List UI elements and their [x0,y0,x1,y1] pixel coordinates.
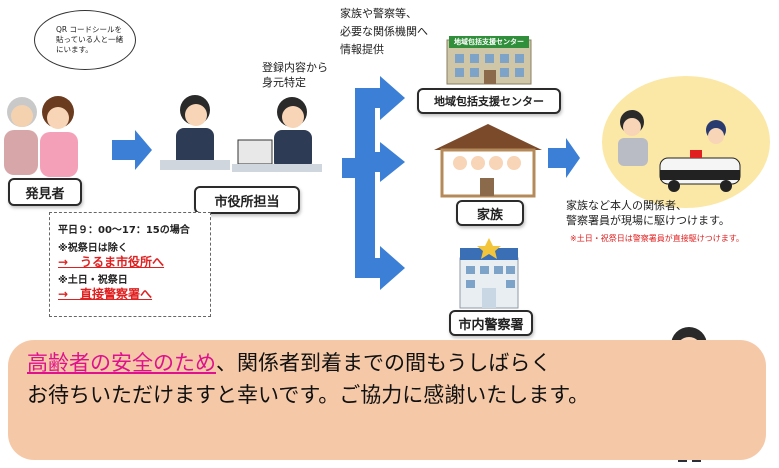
bottom-banner [8,340,766,460]
info-note-2: 必要な関係機関へ [340,25,428,38]
arrow-to-office [112,130,152,170]
support-center-sign: 地域包括支援センター [454,38,524,46]
hours-note-weekday: ※祝祭日は除く [58,243,128,254]
branch-arrow [342,76,405,290]
speech-bubble [34,10,136,70]
rush-note-2: 警察署員が現場に駆けつけます。 [566,214,730,227]
support-center-label: 地域包括支援センター [417,88,561,114]
police-label: 市内警察署 [449,310,533,336]
bottom-message-line1: 高齢者の安全のため、関係者到着までの間もうしばらく [27,348,551,378]
hours-title: 平日９：00～17：15の場合 [58,225,190,236]
hours-box: 平日９：00～17：15の場合 ※祝祭日は除く → うるま市役所へ ※土日・祝祭… [49,212,211,317]
arrow-to-responders [548,138,580,178]
police-building [459,238,519,309]
family-house [434,124,542,198]
responders-illustration [602,76,770,208]
city-office-label: 市役所担当 [194,186,300,214]
family-label: 家族 [456,200,524,226]
police-direct-link: → 直接警察署へ [58,287,153,301]
uruma-city-office-link: → うるま市役所へ [58,255,165,269]
registration-note-2: 身元特定 [262,76,306,89]
bottom-message-line2: お待ちいただけますと幸いです。ご協力に感謝いたします。 [27,383,590,407]
discoverer-illustration [4,96,78,177]
info-note-3: 情報提供 [340,43,384,56]
weekend-note: ※土日・祝祭日は警察署員が直接駆けつけます。 [570,234,744,243]
registration-note-1: 登録内容から [262,61,328,74]
info-note-1: 家族や警察等、 [340,7,417,20]
discoverer-label: 発見者 [8,178,82,206]
rush-note-1: 家族など本人の関係者、 [566,199,687,212]
bottom-highlight: 高齢者の安全のため [27,351,216,375]
speech-bubble-text: QR コードシールを貼っている人と一緒にいます。 [56,25,124,54]
bottom-line1-rest: 、関係者到着までの間もうしばらく [216,351,552,375]
hours-note-weekend: ※土日・祝祭日 [58,275,128,286]
support-center-building [446,36,532,85]
city-office-illustration [160,95,322,172]
